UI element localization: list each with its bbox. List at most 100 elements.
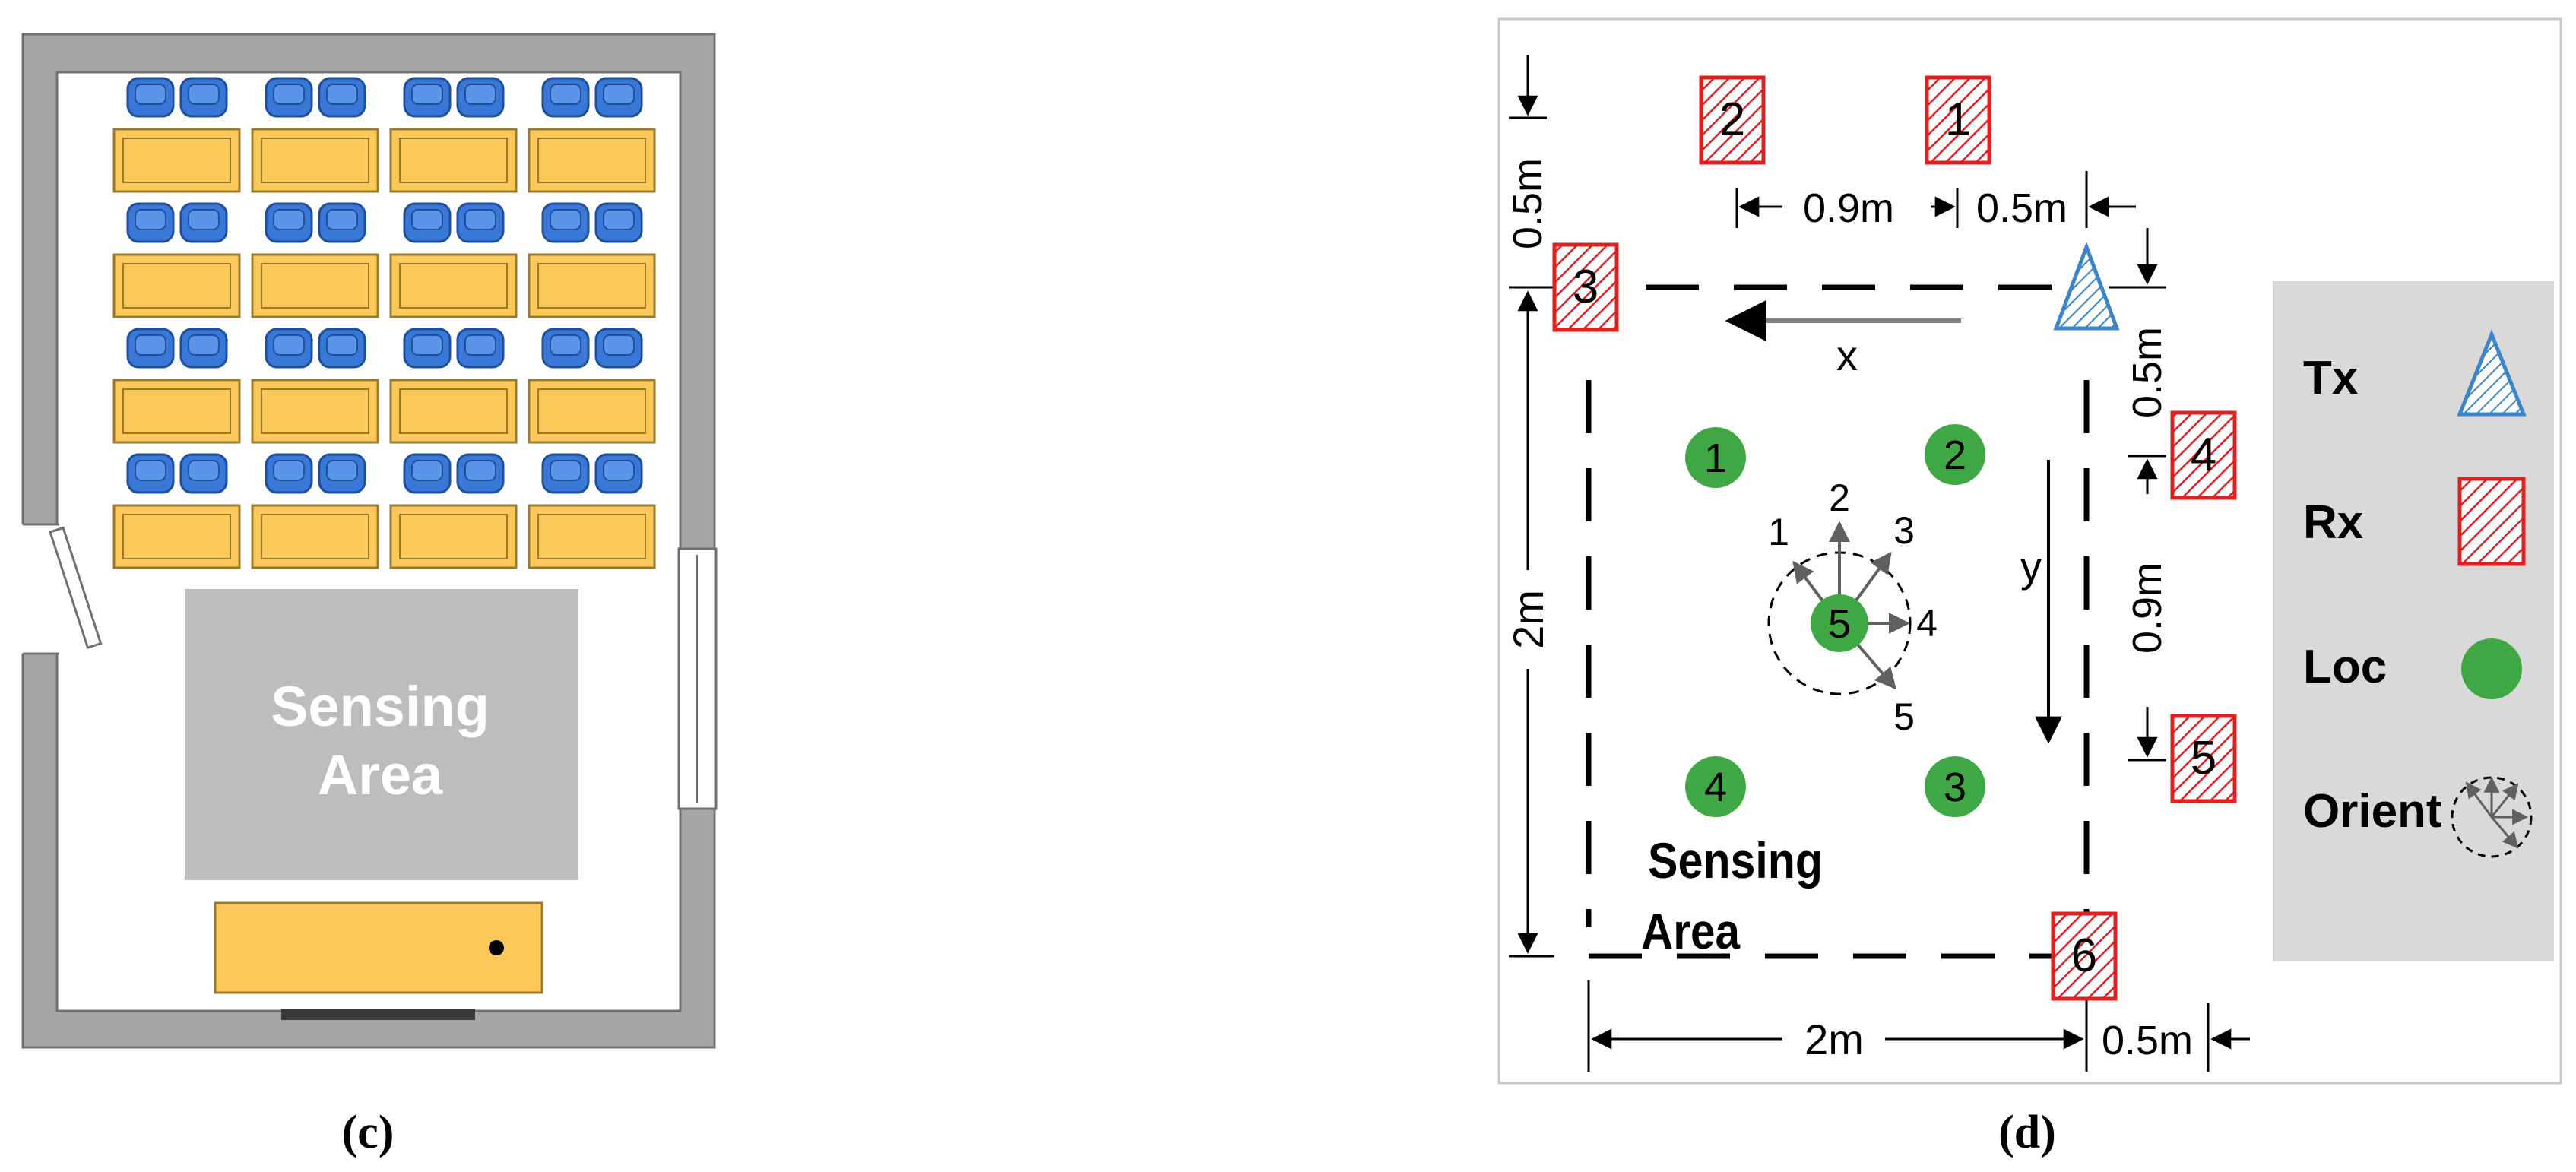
legend-label-rx: Rx [2303, 496, 2364, 549]
room-walls [21, 33, 716, 1049]
chair [318, 77, 366, 118]
chair-pair-16 [541, 453, 643, 494]
chair [126, 202, 175, 243]
chair [179, 453, 228, 494]
chair-pair-8 [541, 202, 643, 243]
chair [541, 202, 590, 243]
rx-marker-2 [1699, 75, 1766, 165]
sensing-area-d-label-line1: Sensing [1648, 832, 1823, 889]
chair [456, 328, 505, 369]
loc-label-5: 5 [1828, 601, 1851, 647]
orient-label-2: 2 [1829, 477, 1850, 519]
chair [541, 453, 590, 494]
sensing-area-c-label-line1: Sensing [271, 675, 490, 738]
dim-left-height: 2m [1504, 590, 1552, 649]
rx-label-6: 6 [2071, 930, 2097, 982]
rx-markers: 1 2 3 4 5 6 [1552, 75, 2237, 1001]
y-axis-label: y [2020, 543, 2042, 591]
rx-square-icon [2457, 477, 2526, 566]
desk-7 [389, 253, 518, 318]
desk-12 [528, 379, 656, 444]
loc-marker-3 [1925, 756, 1985, 817]
desk-11 [389, 379, 518, 444]
desk-4 [528, 128, 656, 193]
chair [594, 77, 643, 118]
legend: Tx Rx Loc Orient [2273, 281, 2554, 961]
chair [318, 202, 366, 243]
rx-label-3: 3 [1573, 261, 1599, 313]
chair-pair-2 [265, 77, 366, 118]
chair [179, 77, 228, 118]
chair [265, 453, 313, 494]
orient-label-4: 4 [1916, 602, 1938, 645]
rx-marker-1 [1925, 75, 1991, 165]
orient-dial-icon [2451, 776, 2533, 858]
rx-marker-4 [2170, 410, 2237, 500]
orient-label-5: 5 [1893, 695, 1915, 738]
chair [265, 328, 313, 369]
rx-label-1: 1 [1945, 93, 1971, 146]
bottom-door-threshold [281, 1009, 475, 1020]
teacher-desk [214, 901, 543, 994]
dim-left-offset: 0.5m [1505, 158, 1551, 249]
rx-label-4: 4 [2191, 429, 2216, 481]
chair [403, 453, 452, 494]
dim-top-left-gap: 0.9m [1803, 185, 1894, 231]
loc-circle-icon [2461, 638, 2522, 699]
chair [126, 328, 175, 369]
legend-label-tx: Tx [2303, 352, 2359, 404]
chair [456, 77, 505, 118]
chair [456, 202, 505, 243]
teacher-desk-dot [489, 940, 504, 955]
tx-marker [2053, 241, 2120, 331]
loc-label-1: 1 [1704, 436, 1727, 481]
desk-5 [112, 253, 241, 318]
chair-pair-7 [403, 202, 505, 243]
chair-pair-4 [541, 77, 643, 118]
chair-pair-12 [541, 328, 643, 369]
desk-grid [112, 77, 656, 569]
sensing-area-c [185, 589, 578, 880]
rx-label-5: 5 [2191, 732, 2216, 784]
chair-pair-14 [265, 453, 366, 494]
chair [403, 77, 452, 118]
left-door-opening [21, 524, 59, 654]
x-axis-label: x [1836, 331, 1858, 379]
panel-c-floor-plan: Sensing Area (c) [21, 33, 718, 1158]
chair [403, 202, 452, 243]
sensing-area-d-boundary [1586, 284, 2090, 959]
chair [265, 202, 313, 243]
dim-bottom-width: 2m [1804, 1015, 1864, 1063]
chair-pair-5 [126, 202, 228, 243]
loc-label-4: 4 [1704, 765, 1727, 810]
left-door-leaf [49, 526, 103, 650]
rx-label-2: 2 [1719, 93, 1745, 146]
tx-triangle-icon [2457, 329, 2527, 417]
panel-d-caption: (d) [1998, 1107, 2056, 1158]
chair-pair-6 [265, 202, 366, 243]
loc-marker-5 [1811, 594, 1868, 652]
dim-right-upper: 0.5m [2124, 327, 2170, 418]
rx-marker-3 [1552, 242, 1619, 332]
chair [541, 328, 590, 369]
chair [265, 77, 313, 118]
sensing-area-c-label-line2: Area [318, 743, 443, 806]
chair [179, 202, 228, 243]
rx-marker-6 [2051, 911, 2118, 1001]
desk-9 [112, 379, 241, 444]
chair [594, 202, 643, 243]
desk-2 [251, 128, 379, 193]
loc-label-3: 3 [1944, 765, 1966, 810]
dim-lines-bottom [1587, 980, 2250, 1072]
chair-pair-9 [126, 328, 228, 369]
chair-pair-3 [403, 77, 505, 118]
desk-14 [251, 504, 379, 569]
chair [126, 77, 175, 118]
chair [541, 77, 590, 118]
chair [126, 453, 175, 494]
desk-3 [389, 128, 518, 193]
orient-label-3: 3 [1893, 509, 1915, 552]
desk-13 [112, 504, 241, 569]
dim-lines-left [1509, 55, 1554, 958]
